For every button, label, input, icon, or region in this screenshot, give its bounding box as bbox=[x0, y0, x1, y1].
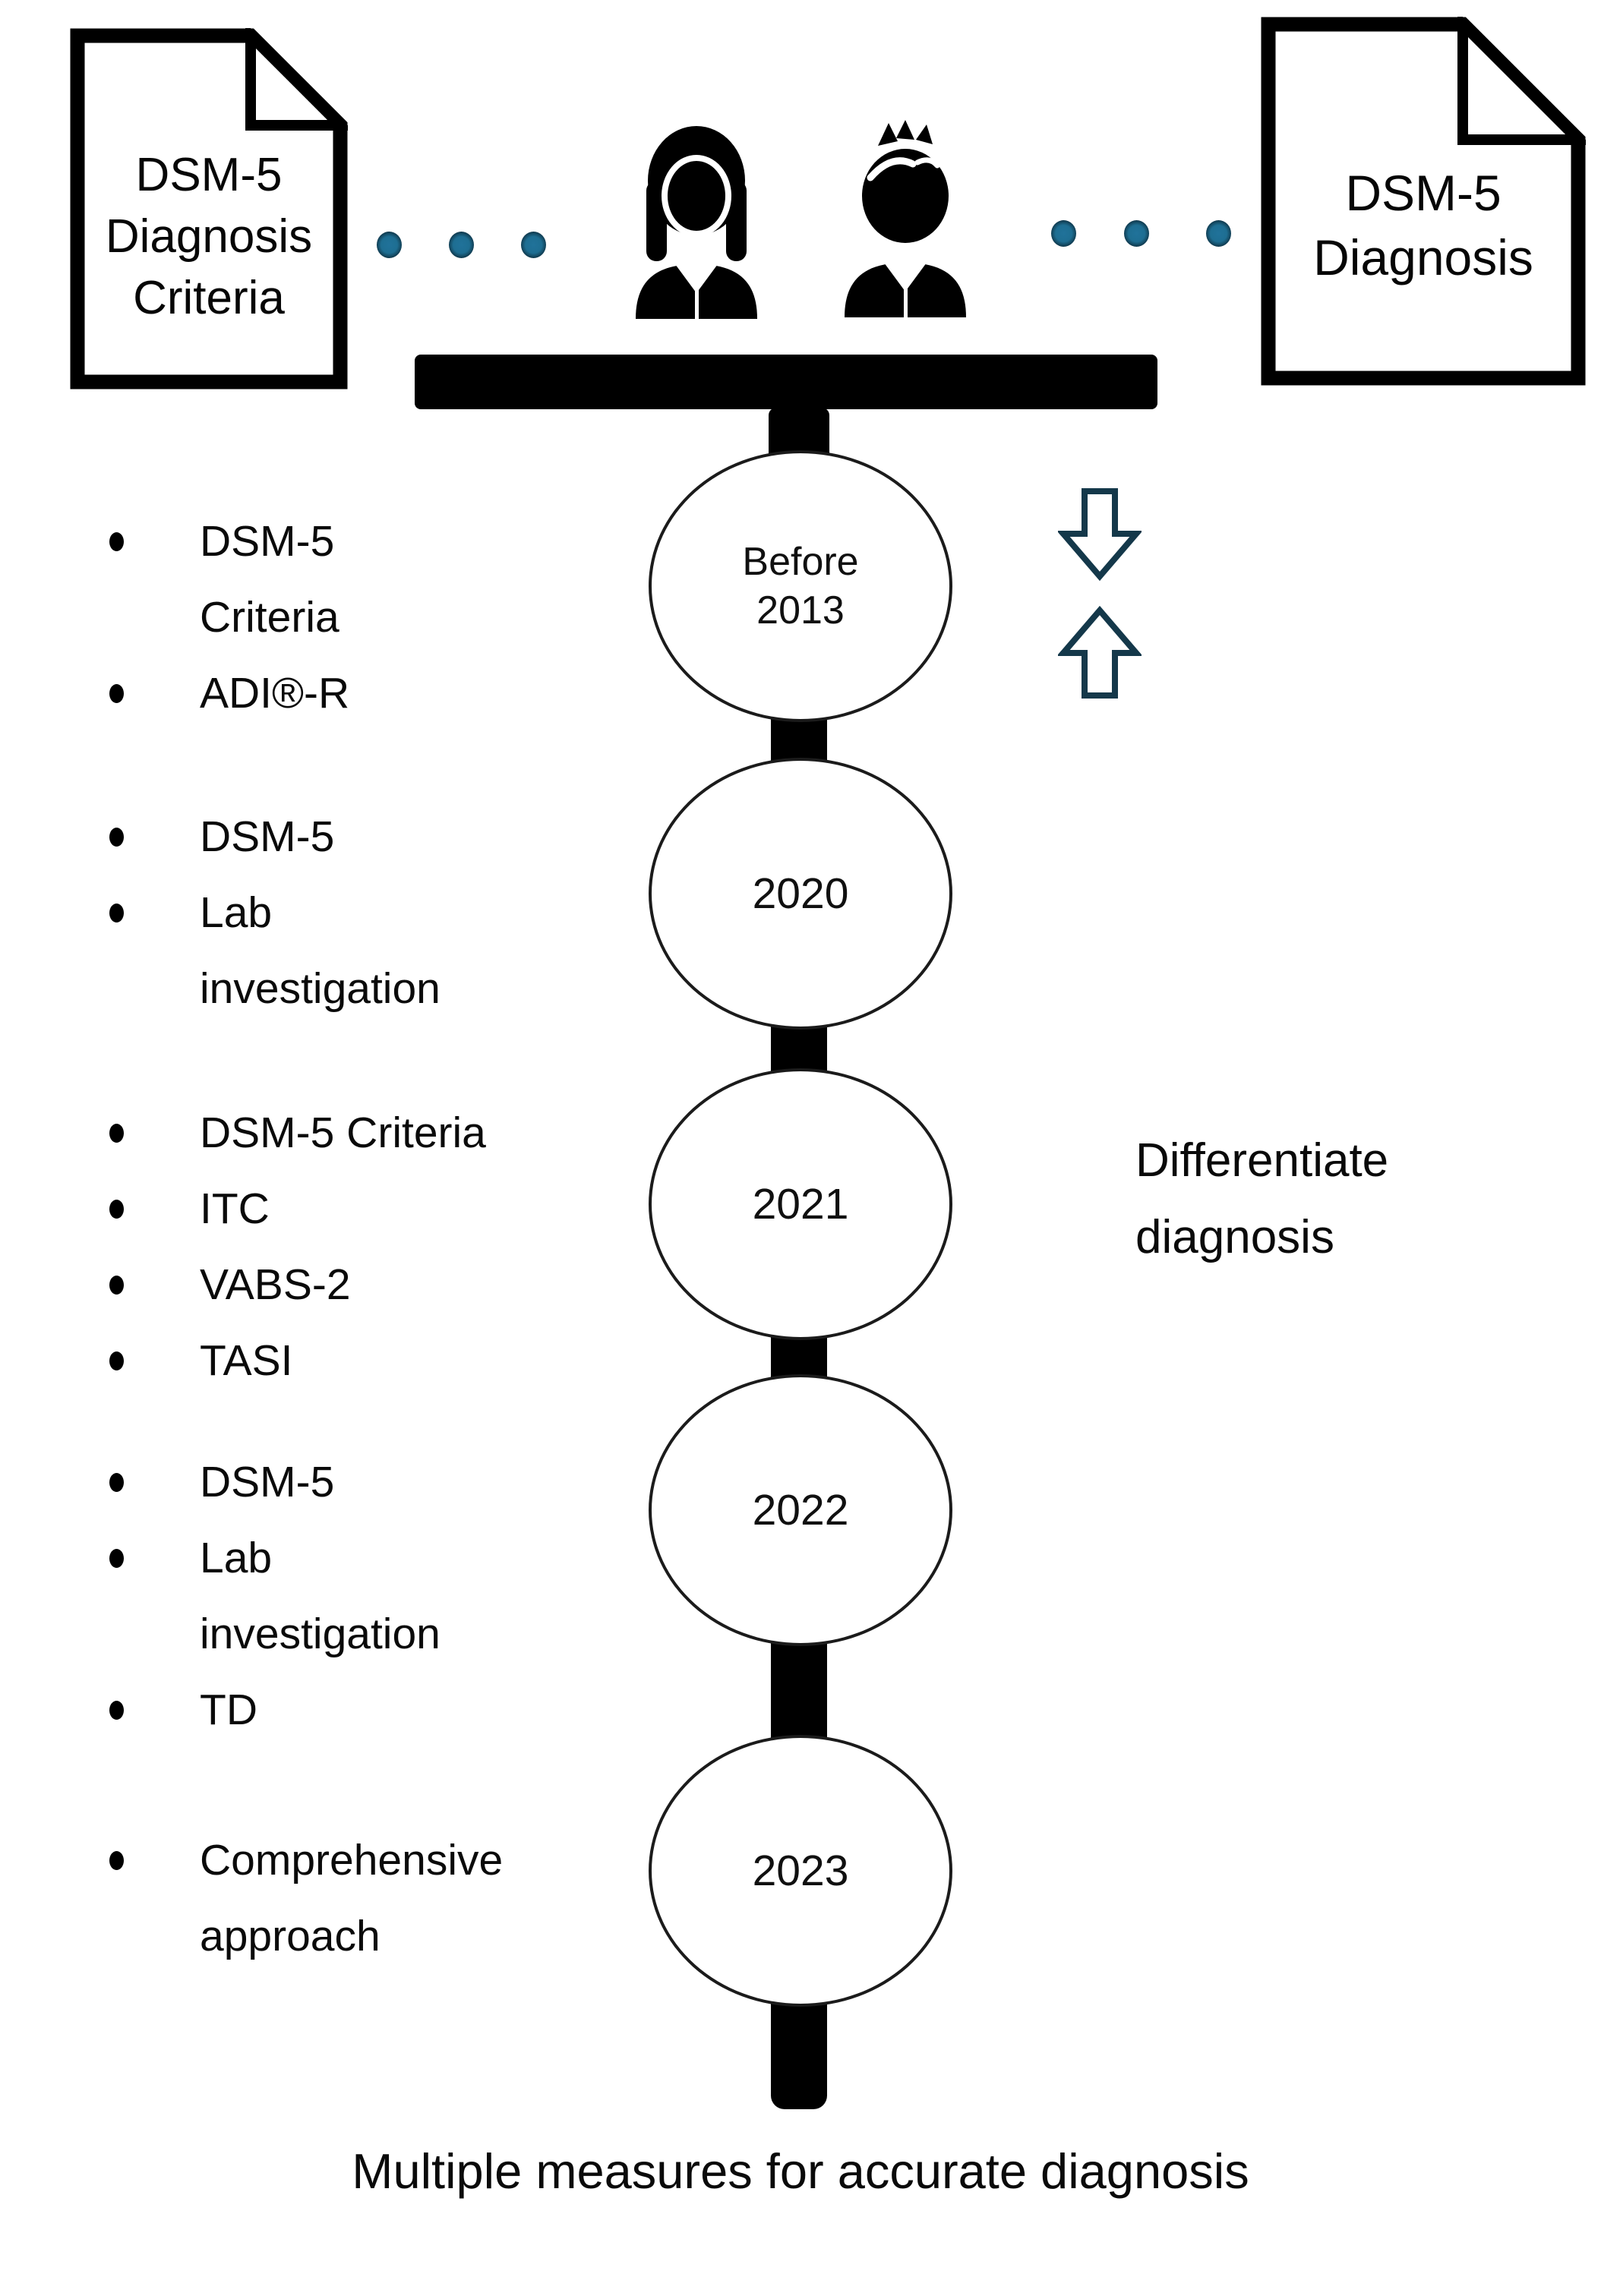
bullet-text: DSM-5 bbox=[200, 1458, 335, 1506]
bullet-text: Comprehensive bbox=[200, 1836, 504, 1884]
bullet-line: ADI®-R bbox=[99, 655, 585, 731]
bullet-text: DSM-5 Criteria bbox=[200, 1109, 486, 1157]
bullet-text: Criteria bbox=[200, 593, 339, 642]
bullet-line: approach bbox=[99, 1898, 585, 1974]
bottom-caption: Multiple measures for accurate diagnosis bbox=[352, 2143, 1249, 2199]
connector-dot bbox=[377, 232, 402, 258]
bullet-line: DSM-5 bbox=[99, 503, 585, 579]
bullet-text: ITC bbox=[200, 1184, 270, 1233]
bullet-line: VABS-2 bbox=[99, 1247, 585, 1323]
timeline-node-2021: 2021 bbox=[649, 1068, 952, 1340]
bullet-line: investigation bbox=[99, 1596, 585, 1672]
bullet-text: Lab bbox=[200, 1534, 273, 1582]
bullet-line: Lab bbox=[99, 875, 585, 951]
timeline-node-label: 2021 bbox=[752, 1180, 849, 1228]
timeline-node-before-2013: Before 2013 bbox=[649, 450, 952, 722]
bullet-line: TASI bbox=[99, 1323, 585, 1399]
bullet-marker bbox=[109, 903, 124, 922]
bullet-text: TASI bbox=[200, 1336, 293, 1385]
up-arrow-icon bbox=[1058, 606, 1142, 699]
table-bar bbox=[415, 355, 1157, 409]
bullet-marker bbox=[109, 1850, 124, 1870]
bullet-text: investigation bbox=[200, 964, 441, 1013]
differentiate-line: Differentiate bbox=[1135, 1134, 1389, 1187]
timeline-connector bbox=[771, 1336, 827, 1379]
down-arrow-icon bbox=[1058, 488, 1142, 581]
document-left-line: DSM-5 bbox=[135, 149, 283, 201]
bullet-text: DSM-5 bbox=[200, 517, 335, 566]
timeline-node-2023: 2023 bbox=[649, 1735, 952, 2007]
timeline-connector bbox=[771, 1023, 827, 1072]
bullet-group-2020: DSM-5 Lab investigation bbox=[99, 799, 585, 1027]
bullet-line: DSM-5 bbox=[99, 1444, 585, 1520]
bullet-text: approach bbox=[200, 1912, 381, 1960]
bullet-text: DSM-5 bbox=[200, 812, 335, 861]
document-icon-left bbox=[70, 28, 348, 390]
boy-user-icon bbox=[845, 120, 966, 317]
bullet-group-before-2013: DSM-5 Criteria ADI®-R bbox=[99, 503, 585, 731]
bullet-text: ADI®-R bbox=[200, 669, 350, 718]
bullet-marker bbox=[109, 1123, 124, 1143]
timeline-node-2020: 2020 bbox=[649, 758, 952, 1030]
connector-dot bbox=[1206, 220, 1231, 247]
bullet-marker bbox=[109, 1351, 124, 1370]
document-icon-right bbox=[1261, 17, 1586, 386]
document-right-label: DSM-5 Diagnosis bbox=[1267, 161, 1580, 290]
timeline-tail bbox=[771, 2003, 827, 2109]
bullet-marker bbox=[109, 531, 124, 551]
connector-dot bbox=[521, 232, 546, 258]
bullet-group-2022: DSM-5 Lab investigation TD bbox=[99, 1444, 585, 1748]
timeline-stem bbox=[769, 408, 829, 455]
bullet-marker bbox=[109, 1472, 124, 1492]
bullet-marker bbox=[109, 683, 124, 703]
document-left-line: Criteria bbox=[133, 272, 285, 324]
timeline-node-label: Before 2013 bbox=[742, 540, 859, 632]
bullet-line: DSM-5 Criteria bbox=[99, 1095, 585, 1171]
bullet-group-2023: Comprehensive approach bbox=[99, 1822, 585, 1974]
document-left-label: DSM-5 Diagnosis Criteria bbox=[76, 144, 342, 329]
bullet-marker bbox=[109, 1700, 124, 1720]
timeline-connector bbox=[771, 1642, 827, 1739]
timeline-node-label: 2020 bbox=[752, 869, 849, 918]
bullet-text: Lab bbox=[200, 888, 273, 937]
bullet-marker bbox=[109, 1548, 124, 1568]
bullet-line: Lab bbox=[99, 1520, 585, 1596]
timeline-node-label: 2023 bbox=[752, 1847, 849, 1895]
bullet-marker bbox=[109, 1275, 124, 1295]
document-left-line: Diagnosis bbox=[105, 210, 313, 263]
document-right-line: DSM-5 bbox=[1345, 165, 1502, 221]
differentiate-line: diagnosis bbox=[1135, 1211, 1334, 1263]
bullet-line: investigation bbox=[99, 951, 585, 1027]
bullet-line: Criteria bbox=[99, 579, 585, 655]
bullet-line: Comprehensive bbox=[99, 1822, 585, 1898]
timeline-node-2022: 2022 bbox=[649, 1374, 952, 1646]
bullet-text: VABS-2 bbox=[200, 1260, 351, 1309]
bullet-text: investigation bbox=[200, 1610, 441, 1658]
bullet-marker bbox=[109, 1199, 124, 1219]
connector-dot bbox=[1124, 220, 1149, 247]
timeline-node-label: 2022 bbox=[752, 1486, 849, 1534]
bullet-line: TD bbox=[99, 1672, 585, 1748]
document-right-line: Diagnosis bbox=[1313, 229, 1533, 285]
timeline-connector bbox=[771, 718, 827, 763]
bullet-group-2021: DSM-5 Criteria ITC VABS-2 TASI bbox=[99, 1095, 585, 1399]
connector-dot bbox=[449, 232, 474, 258]
bullet-line: ITC bbox=[99, 1171, 585, 1247]
bullet-line: DSM-5 bbox=[99, 799, 585, 875]
bullet-marker bbox=[109, 827, 124, 847]
woman-user-icon bbox=[636, 126, 757, 319]
differentiate-note: Differentiate diagnosis bbox=[1135, 1122, 1388, 1276]
bullet-text: TD bbox=[200, 1686, 257, 1734]
connector-dot bbox=[1051, 220, 1076, 247]
